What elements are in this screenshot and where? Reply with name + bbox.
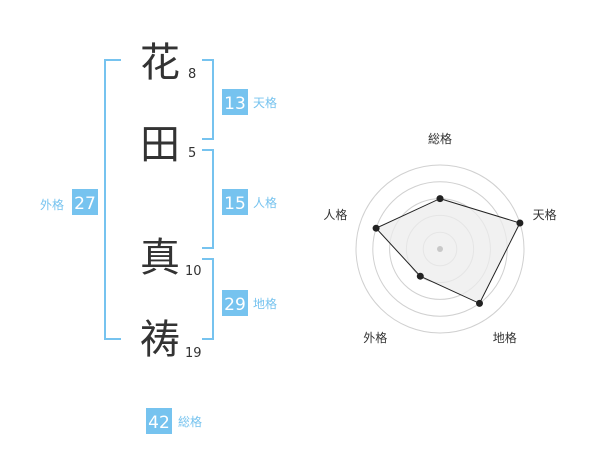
radar-axis-label: 天格 xyxy=(533,207,557,222)
name-char-1: 花 xyxy=(140,40,180,86)
chikaku-value: 29 xyxy=(224,295,246,315)
gaikaku-bracket xyxy=(104,59,121,340)
tenkaku-value: 13 xyxy=(224,94,246,114)
name-strokes-3: 10 xyxy=(185,264,202,279)
radar-polygon xyxy=(375,198,521,305)
gaikaku-badge xyxy=(72,189,98,215)
radar-point xyxy=(416,272,424,280)
chikaku-badge xyxy=(222,290,248,316)
soukaku-value: 42 xyxy=(148,413,170,433)
jinkaku-bracket xyxy=(202,149,214,249)
tenkaku-bracket xyxy=(202,59,214,140)
radar-point xyxy=(476,299,483,307)
gaikaku-label: 外格 xyxy=(40,197,64,212)
name-char-3: 真 xyxy=(140,235,180,281)
radar-point xyxy=(516,219,524,227)
radar-point xyxy=(436,195,444,203)
tenkaku-label: 天格 xyxy=(253,95,277,110)
soukaku-badge xyxy=(146,408,172,434)
jinkaku-value: 15 xyxy=(224,194,246,214)
name-strokes-1: 8 xyxy=(188,67,196,82)
radar-axis-label: 外格 xyxy=(363,330,387,345)
radar-axis-label: 人格 xyxy=(323,207,347,222)
radar-axis-label: 総格 xyxy=(428,131,452,146)
name-strokes-2: 5 xyxy=(188,146,196,161)
tenkaku-badge xyxy=(222,89,248,115)
chikaku-bracket xyxy=(202,258,214,340)
soukaku-label: 総格 xyxy=(178,414,202,429)
name-char-2: 田 xyxy=(140,122,180,168)
name-char-4: 祷 xyxy=(140,317,180,363)
radar-axis-label: 地格 xyxy=(493,330,517,345)
radar-center xyxy=(437,246,443,252)
radar-point xyxy=(372,224,380,232)
jinkaku-badge xyxy=(222,189,248,215)
name-strokes-4: 19 xyxy=(185,346,202,361)
chikaku-label: 地格 xyxy=(253,296,277,311)
jinkaku-label: 人格 xyxy=(253,195,277,210)
gaikaku-value: 27 xyxy=(74,194,96,214)
radar-ring xyxy=(355,164,525,334)
